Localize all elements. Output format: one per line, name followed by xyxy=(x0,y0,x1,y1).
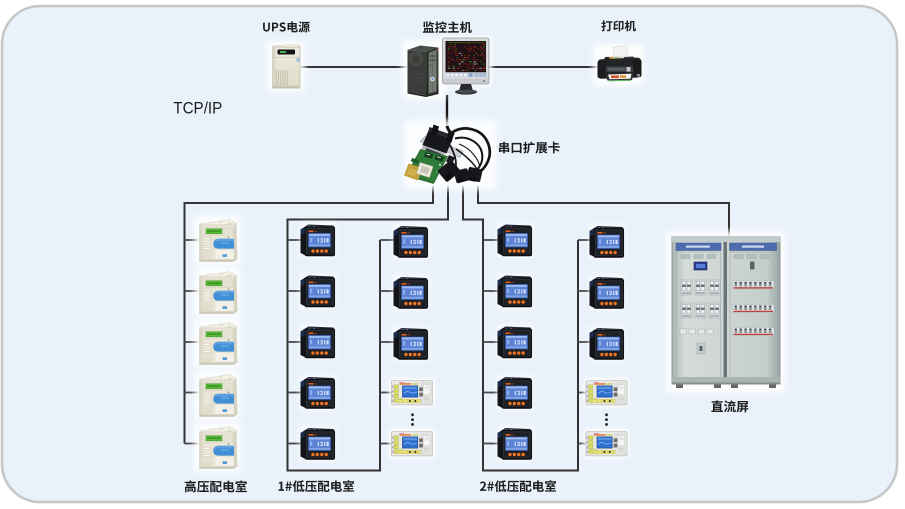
svg-text:TCP/IP: TCP/IP xyxy=(173,99,222,118)
